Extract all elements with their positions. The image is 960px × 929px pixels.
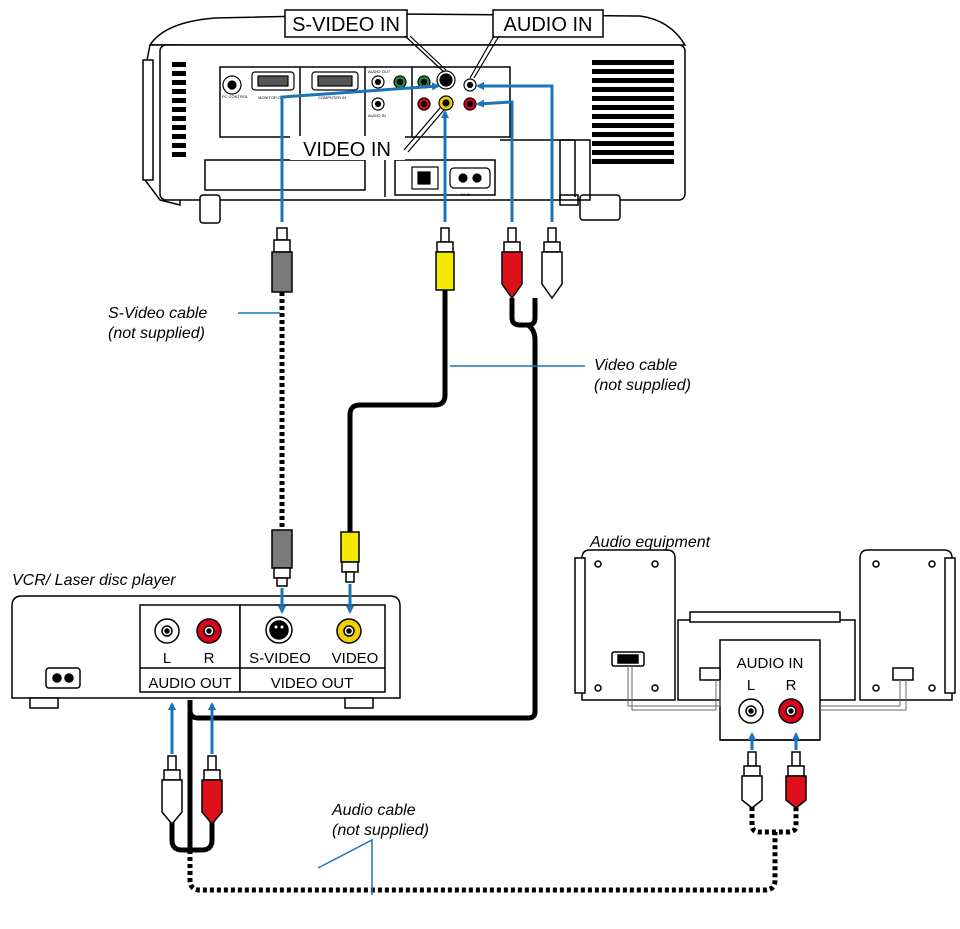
svideo-plug-top bbox=[271, 227, 293, 293]
projector-vent-right bbox=[592, 60, 674, 164]
video-plug-top bbox=[435, 227, 455, 291]
audio-plug-red-top bbox=[501, 227, 523, 300]
panel-audio-out-label: AUDIO OUT bbox=[368, 69, 391, 74]
projector-panel-labels: PC CONTROL MONITOR OUT COMPUTER IN AUDIO… bbox=[222, 69, 475, 197]
projector-panel-jacks bbox=[222, 70, 491, 190]
audio-equipment-caption: Audio equipment bbox=[589, 534, 711, 551]
svideo-cable-caption-line2: (not supplied) bbox=[108, 325, 205, 342]
svideo-cable-caption: S-Video cable (not supplied) bbox=[108, 305, 280, 342]
projector-arrows bbox=[280, 82, 554, 222]
panel-audio-in-label: AUDIO IN bbox=[368, 113, 386, 118]
monitor-out-label: MONITOR OUT bbox=[258, 95, 287, 100]
amp-audio-in-label: AUDIO IN bbox=[737, 655, 804, 672]
computer-in-label: COMPUTER IN bbox=[318, 95, 346, 100]
vcr-r-label: R bbox=[204, 650, 215, 667]
audio-cable-caption-line1: Audio cable bbox=[331, 802, 416, 819]
audio-plug-white-top bbox=[541, 227, 563, 300]
vcr-arrows bbox=[168, 584, 354, 754]
audio-cable-caption-line2: (not supplied) bbox=[332, 822, 429, 839]
video-in-label: VIDEO IN bbox=[303, 139, 391, 161]
audio-equipment-labels: AUDIO IN L R bbox=[737, 655, 804, 694]
amp-audio-plug-white bbox=[741, 751, 763, 809]
vcr-audio-plug-red bbox=[201, 755, 223, 826]
vcr-audio-plug-white bbox=[161, 755, 183, 826]
vcr-video-out-label: VIDEO OUT bbox=[271, 675, 354, 692]
video-cable-caption: Video cable (not supplied) bbox=[450, 357, 691, 394]
audio-equipment-jacks bbox=[617, 654, 804, 724]
video-plug-bottom bbox=[340, 531, 360, 583]
video-cable-caption-line1: Video cable bbox=[594, 357, 677, 374]
audio-equipment-wires bbox=[627, 666, 907, 711]
projector-vent-left bbox=[172, 62, 186, 157]
svideo-plug-bottom bbox=[271, 529, 293, 587]
vcr-audio-out-label: AUDIO OUT bbox=[148, 675, 231, 692]
vcr bbox=[11, 595, 401, 709]
audio-cable-dashed bbox=[187, 800, 799, 893]
svideo-in-label: S-VIDEO IN bbox=[292, 14, 400, 36]
vcr-video-label: VIDEO bbox=[332, 650, 379, 667]
projector bbox=[142, 13, 687, 224]
ac-in-label: AC IN ~ bbox=[460, 192, 475, 197]
pc-control-label: PC CONTROL bbox=[222, 94, 249, 99]
vcr-jacks bbox=[154, 616, 362, 644]
audio-equipment bbox=[574, 549, 956, 741]
audio-equipment-arrows bbox=[748, 732, 800, 750]
audio-in-label: AUDIO IN bbox=[504, 14, 593, 36]
callout-audio-in: AUDIO IN bbox=[469, 9, 604, 79]
amp-r-label: R bbox=[786, 677, 797, 694]
amp-audio-plug-red bbox=[785, 751, 807, 809]
vcr-labels: L R S-VIDEO VIDEO AUDIO OUT VIDEO OUT bbox=[148, 650, 378, 692]
audio-cable-caption: Audio cable (not supplied) bbox=[317, 802, 429, 895]
vcr-l-label: L bbox=[163, 650, 171, 667]
vcr-caption: VCR/ Laser disc player bbox=[12, 572, 176, 589]
callout-video-in: VIDEO IN bbox=[290, 107, 445, 161]
vcr-svideo-label: S-VIDEO bbox=[249, 650, 311, 667]
svideo-cable-caption-line1: S-Video cable bbox=[108, 305, 207, 322]
video-cable-caption-line2: (not supplied) bbox=[594, 377, 691, 394]
amp-l-label: L bbox=[747, 677, 755, 694]
video-cable bbox=[347, 290, 448, 532]
callout-svideo-in: S-VIDEO IN bbox=[284, 9, 447, 73]
